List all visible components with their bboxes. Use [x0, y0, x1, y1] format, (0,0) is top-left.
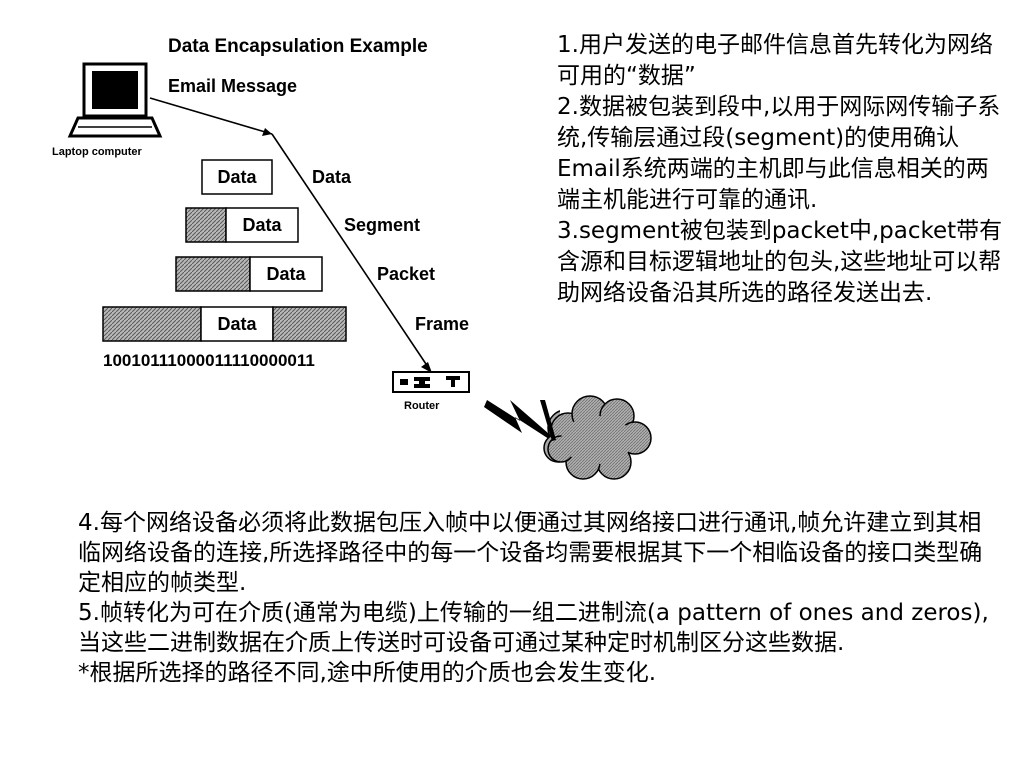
data-box-label: Data	[242, 215, 282, 235]
data-box-label: Data	[266, 264, 306, 284]
note-3: 3.segment被包装到packet中,packet带有含源和目标逻辑地址的包…	[557, 218, 1003, 306]
stage-label-frame: Frame	[415, 314, 469, 334]
note-6: *根据所选择的路径不同,途中所使用的介质也会发生变化.	[78, 660, 657, 686]
data-box-label: Data	[217, 314, 257, 334]
laptop-label: Laptop computer	[52, 146, 143, 158]
segment-unit: Data	[185, 207, 299, 243]
stage-label-data: Data	[312, 167, 352, 187]
bit-stream: 10010111000011110000011	[103, 351, 315, 370]
email-message-label: Email Message	[168, 76, 297, 96]
data-box-label: Data	[217, 167, 257, 187]
encapsulation-diagram: Data Encapsulation Example Laptop comput…	[52, 36, 560, 463]
note-1: 1.用户发送的电子邮件信息首先转化为网络可用的“数据”	[557, 32, 993, 89]
transmission-path	[149, 97, 432, 373]
stage-label-segment: Segment	[344, 215, 420, 235]
packet-unit: Data	[175, 256, 323, 292]
frame-unit: Data	[102, 306, 347, 342]
router-icon	[392, 371, 470, 393]
right-notes: 1.用户发送的电子邮件信息首先转化为网络可用的“数据” 2.数据被包装到段中,以…	[557, 30, 1009, 309]
stage-label-packet: Packet	[377, 264, 435, 284]
laptop-icon	[67, 62, 163, 138]
lightning-bolt-icon	[484, 400, 556, 441]
router-label: Router	[404, 400, 440, 412]
network-cloud	[540, 395, 652, 480]
bottom-notes: 4.每个网络设备必须将此数据包压入帧中以便通过其网络接口进行通讯,帧允许建立到其…	[78, 508, 1003, 688]
note-5: 5.帧转化为可在介质(通常为电缆)上传输的一组二进制流(a pattern of…	[78, 600, 989, 656]
diagram-title: Data Encapsulation Example	[168, 36, 428, 57]
note-2: 2.数据被包装到段中,以用于网际网传输子系统,传输层通过段(segment)的使…	[557, 94, 1001, 213]
data-unit: Data	[201, 159, 273, 195]
note-4: 4.每个网络设备必须将此数据包压入帧中以便通过其网络接口进行通讯,帧允许建立到其…	[78, 510, 983, 596]
